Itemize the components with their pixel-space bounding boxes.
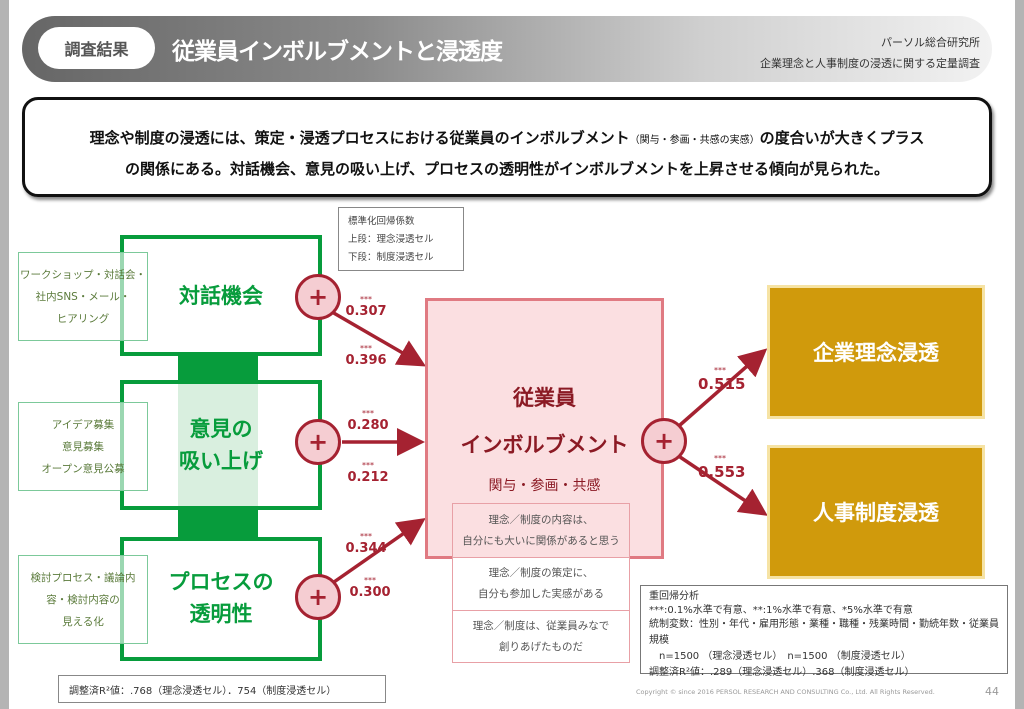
- plus-icon: +: [641, 418, 687, 464]
- center-subtitle: 関与・参画・共感: [488, 478, 601, 494]
- page-title: 従業員インボルブメントと浸透度: [172, 39, 503, 65]
- arrow-dialog: [331, 310, 427, 367]
- plus-icon: +: [295, 274, 341, 320]
- coef-label: ***0.300: [349, 576, 391, 601]
- coef-label: ***0.212: [347, 461, 389, 486]
- survey-name: 企業理念と人事制度の浸透に関する定量調査: [760, 57, 980, 70]
- center-title: 従業員: [513, 386, 576, 410]
- legend-box: 標準化回帰係数 上段：理念浸透セル 下段：制度浸透セル: [338, 207, 464, 271]
- legend-lower: 下段：制度浸透セル: [348, 252, 434, 263]
- summary-box: 理念や制度の浸透には、策定・浸透プロセスにおける従業員のインボルブメント（関与・…: [22, 97, 992, 197]
- arrow-philosophy: [678, 348, 768, 427]
- item-box: 理念／制度の策定に、自分も参加した実感がある: [452, 557, 630, 611]
- factor-label: 意見の吸い上げ: [179, 417, 263, 473]
- coef-label: ***0.307: [345, 295, 387, 320]
- item-box: 理念／制度は、従業員みなで創りあげたものだ: [452, 610, 630, 663]
- legend-upper: 上段：理念浸透セル: [348, 234, 434, 245]
- left-border: [0, 0, 9, 709]
- r2-box: 調整済R²値：.768（理念浸透セル）．754（制度浸透セル）: [58, 675, 386, 703]
- summary-text: の関係にある。対話機会、意見の吸い上げ、プロセスの透明性がインボルブメントを上昇…: [125, 160, 889, 178]
- copyright: Copyright © since 2016 PERSOL RESEARCH A…: [636, 688, 935, 696]
- coef-label: ***0.280: [347, 409, 389, 434]
- summary-note: （関与・参画・共感の実感）: [629, 135, 760, 146]
- detail-box: アイデア募集意見募集オープン意見公募: [18, 402, 148, 491]
- header-bar: [22, 16, 992, 82]
- right-border: [1015, 0, 1024, 709]
- section-tag: 調査結果: [38, 27, 155, 69]
- summary-text: の度合いが大きくプラス: [759, 129, 925, 147]
- center-title: インボルブメント: [460, 433, 629, 457]
- coef-label: ***0.344: [345, 532, 387, 557]
- coef-label: ***0.515: [698, 366, 746, 394]
- plus-icon: +: [295, 574, 341, 620]
- arrow-process: [332, 517, 426, 584]
- arrow-system: [679, 455, 768, 516]
- connector: [178, 508, 258, 539]
- item-box: 理念／制度の内容は、自分にも大いに関係があると思う: [452, 503, 630, 558]
- plus-icon: +: [295, 419, 341, 465]
- outcome-system: 人事制度浸透: [767, 445, 985, 579]
- coef-label: ***0.553: [698, 454, 746, 482]
- summary-text: 理念や制度の浸透には、策定・浸透プロセスにおける従業員のインボルブメント: [89, 129, 630, 147]
- stats-box: 重回帰分析***:0.1%水準で有意、**:1%水準で有意、*5%水準で有意統制…: [640, 585, 1008, 678]
- page-number: 44: [985, 685, 999, 698]
- factor-label: プロセスの透明性: [168, 570, 274, 626]
- factor-label: 対話機会: [179, 284, 263, 308]
- factor-box-dialog: [120, 235, 322, 356]
- coef-label: ***0.396: [345, 344, 387, 369]
- org-name: パーソル総合研究所: [881, 36, 980, 49]
- connector: [178, 354, 258, 382]
- detail-box: 検討プロセス・議論内容・検討内容の見える化: [18, 555, 148, 644]
- detail-box: ワークショップ・対話会・社内SNS・メール・ヒアリング: [18, 252, 148, 341]
- factor-box-process: [120, 537, 322, 661]
- connector-light: [178, 384, 258, 506]
- legend-title: 標準化回帰係数: [348, 216, 415, 227]
- outcome-philosophy: 企業理念浸透: [767, 285, 985, 419]
